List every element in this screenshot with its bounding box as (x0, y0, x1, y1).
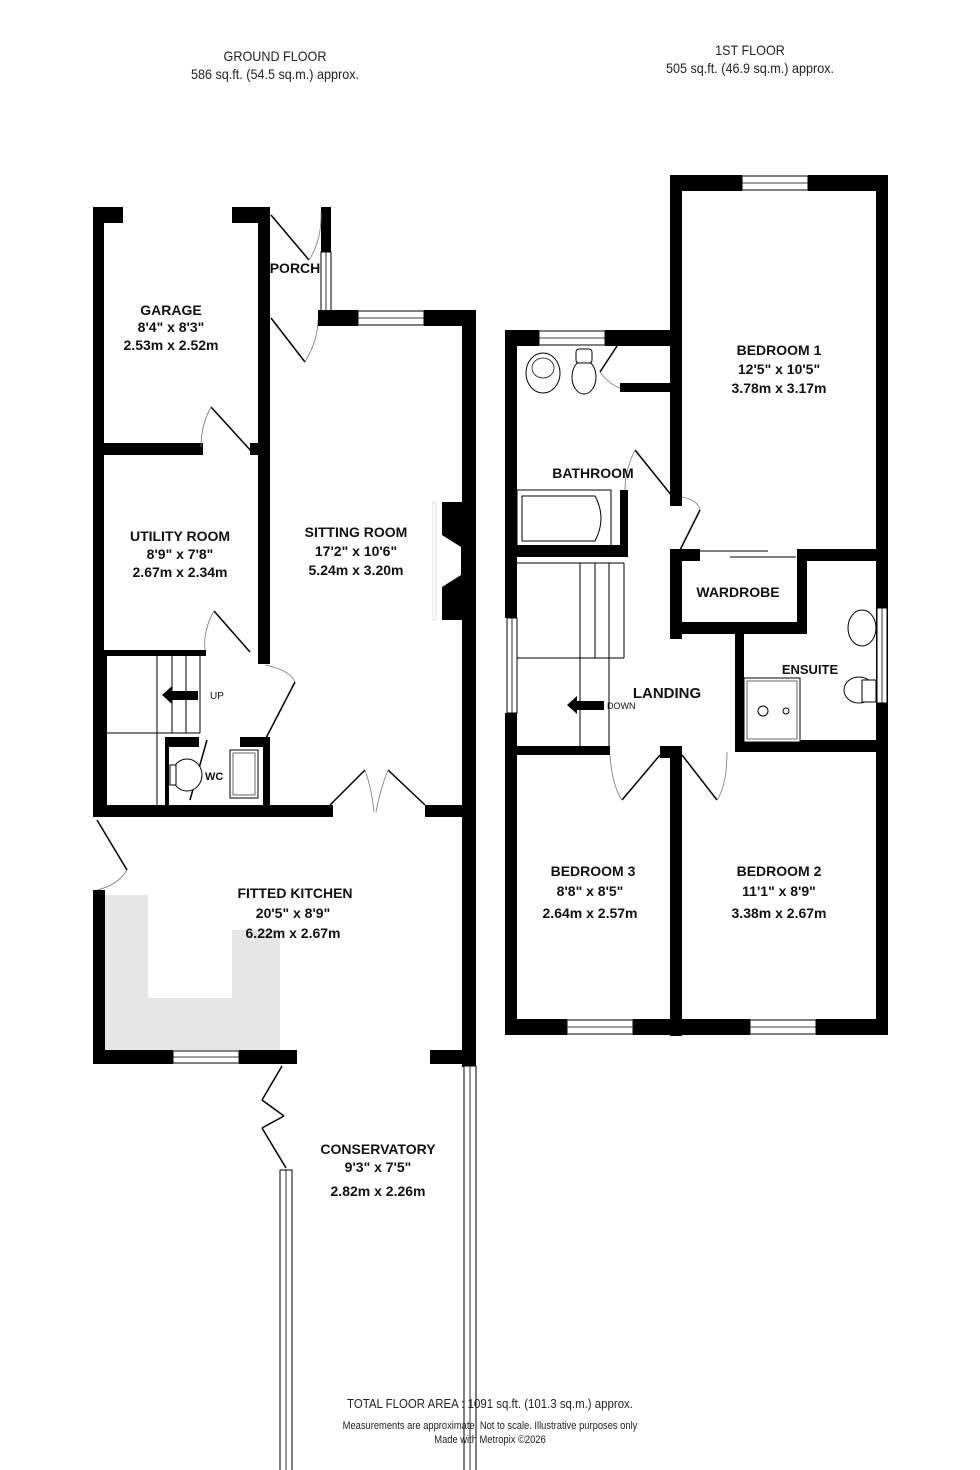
first-floor-plan: WARDROBE ENSUITE DOWN LANDING (505, 175, 888, 1036)
chimney-breast (442, 502, 462, 620)
first-floor-title: 1ST FLOOR (715, 42, 785, 58)
room-porch: PORCH (270, 260, 321, 276)
svg-text:9'3" x 7'5": 9'3" x 7'5" (345, 1159, 412, 1175)
svg-text:20'5" x 8'9": 20'5" x 8'9" (256, 905, 330, 921)
first-floor-wall-right (876, 175, 888, 1035)
svg-text:FITTED KITCHEN: FITTED KITCHEN (237, 885, 352, 901)
stairs-down-label: DOWN (607, 701, 636, 711)
kitchen-wall-top (93, 805, 333, 817)
svg-text:GARAGE: GARAGE (140, 302, 201, 318)
first-floor-header: 1ST FLOOR 505 sq.ft. (46.9 sq.m.) approx… (651, 41, 849, 77)
disclaimer: Measurements are approximate. Not to sca… (342, 1420, 638, 1432)
svg-text:2.64m x 2.57m: 2.64m x 2.57m (543, 905, 638, 921)
svg-text:CONSERVATORY: CONSERVATORY (320, 1141, 436, 1157)
room-garage: GARAGE 8'4" x 8'3" 2.53m x 2.52m (124, 302, 219, 353)
ground-floor-title: GROUND FLOOR (223, 48, 327, 64)
stairs-up-label: UP (210, 691, 224, 702)
room-bedroom2: BEDROOM 2 11'1" x 8'9" 3.38m x 2.67m (732, 863, 827, 921)
room-labels: GARAGE 8'4" x 8'3" 2.53m x 2.52m PORCH U… (124, 260, 827, 1199)
svg-text:8'9" x 7'8": 8'9" x 7'8" (147, 546, 214, 562)
svg-text:2.82m x 2.26m: 2.82m x 2.26m (331, 1183, 426, 1199)
svg-text:SITTING ROOM: SITTING ROOM (305, 524, 408, 540)
wc-label: WC (205, 771, 223, 783)
credit: Made with Metropix ©2026 (434, 1434, 546, 1446)
svg-text:UTILITY ROOM: UTILITY ROOM (130, 528, 230, 544)
sitting-wall-top-left (318, 310, 358, 326)
room-kitchen: FITTED KITCHEN 20'5" x 8'9" 6.22m x 2.67… (237, 885, 352, 941)
sitting-wall-right (462, 310, 476, 820)
first-floor-area: 505 sq.ft. (46.9 sq.m.) approx. (665, 60, 835, 76)
ground-floor-plan: UP WC (93, 207, 477, 1470)
room-bathroom: BATHROOM (552, 465, 633, 481)
ensuite-basin-icon (847, 609, 877, 647)
ground-floor-header: GROUND FLOOR 586 sq.ft. (54.5 sq.m.) app… (181, 47, 370, 83)
garage-utility-wall (93, 443, 203, 455)
kitchen-wall-right (462, 805, 476, 1067)
svg-text:2.53m x 2.52m: 2.53m x 2.52m (124, 337, 219, 353)
porch-wall-right (321, 207, 331, 252)
svg-text:BEDROOM 3: BEDROOM 3 (551, 863, 636, 879)
svg-text:6.22m x 2.67m: 6.22m x 2.67m (246, 925, 341, 941)
svg-text:8'4" x 8'3": 8'4" x 8'3" (138, 319, 205, 335)
svg-text:8'8" x 8'5": 8'8" x 8'5" (557, 883, 624, 899)
landing-label: LANDING (633, 685, 701, 702)
bathroom-toilet-icon (571, 359, 597, 395)
svg-text:BEDROOM 1: BEDROOM 1 (737, 342, 822, 358)
room-utility: UTILITY ROOM 8'9" x 7'8" 2.67m x 2.34m (130, 528, 230, 580)
svg-text:3.38m x 2.67m: 3.38m x 2.67m (732, 905, 827, 921)
stairs-down-arrow (567, 696, 604, 714)
svg-text:5.24m x 3.20m: 5.24m x 3.20m (309, 562, 404, 578)
garage-wall-left (93, 207, 104, 817)
wardrobe-label: WARDROBE (696, 584, 779, 600)
room-conservatory: CONSERVATORY 9'3" x 7'5" 2.82m x 2.26m (320, 1141, 436, 1199)
room-bedroom1: BEDROOM 1 12'5" x 10'5" 3.78m x 3.17m (732, 342, 827, 396)
svg-text:3.78m x 3.17m: 3.78m x 3.17m (732, 380, 827, 396)
kitchen-units (105, 895, 280, 1050)
svg-text:2.67m x 2.34m: 2.67m x 2.34m (133, 564, 228, 580)
svg-text:11'1" x 8'9": 11'1" x 8'9" (742, 883, 816, 899)
svg-text:BEDROOM 2: BEDROOM 2 (737, 863, 822, 879)
ground-floor-area: 586 sq.ft. (54.5 sq.m.) approx. (190, 66, 360, 82)
first-floor-wall-left (505, 330, 517, 560)
stairs-up-arrow (162, 686, 198, 704)
svg-text:17'2" x 10'6": 17'2" x 10'6" (315, 543, 397, 559)
total-floor-area: TOTAL FLOOR AREA : 1091 sq.ft. (101.3 sq… (347, 1396, 633, 1411)
room-sitting: SITTING ROOM 17'2" x 10'6" 5.24m x 3.20m (305, 524, 408, 578)
ensuite-label: ENSUITE (782, 662, 839, 677)
garage-wall-right (258, 207, 270, 662)
svg-text:12'5" x 10'5": 12'5" x 10'5" (738, 361, 820, 377)
room-bedroom3: BEDROOM 3 8'8" x 8'5" 2.64m x 2.57m (543, 863, 638, 921)
